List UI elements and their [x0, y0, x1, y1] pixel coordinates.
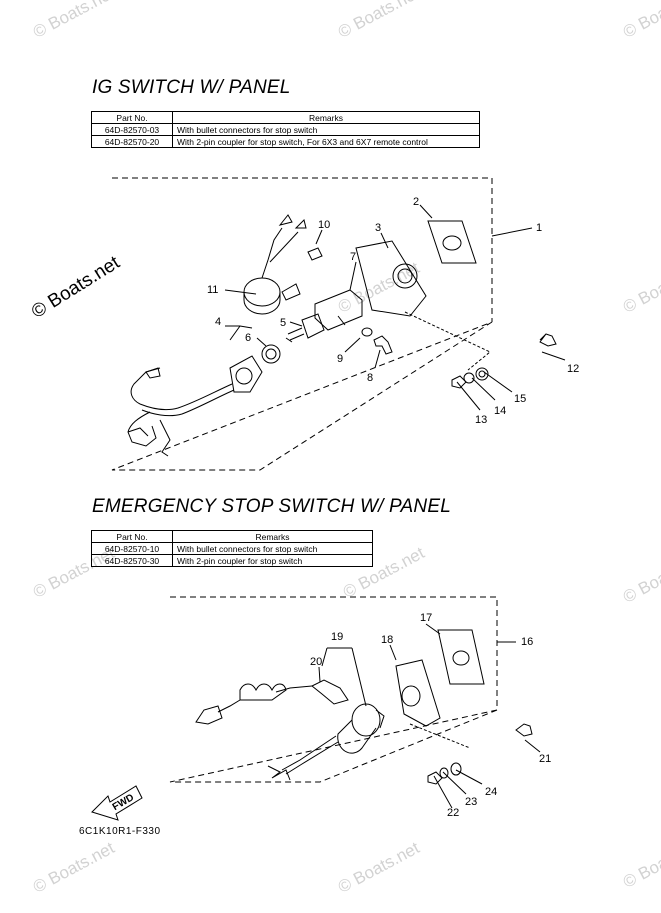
part-panel — [355, 240, 427, 317]
assembly-boundary-1 — [111, 177, 493, 471]
part-bolt — [373, 335, 393, 355]
callout-number: 13 — [475, 414, 487, 426]
remark: With 2-pin coupler for stop switch — [172, 554, 373, 567]
callout-number: 18 — [381, 634, 393, 646]
section-title-ig-switch: IG SWITCH W/ PANEL — [92, 77, 291, 98]
part-gasket-2 — [437, 629, 485, 685]
callout-number: 9 — [337, 353, 343, 365]
callout-number: 3 — [375, 222, 381, 234]
part-switch-cap — [243, 277, 281, 307]
section-title-emergency-stop: EMERGENCY STOP SWITCH W/ PANEL — [92, 496, 451, 517]
callout-number: 17 — [420, 612, 432, 624]
callout-number: 10 — [318, 219, 330, 231]
callout-number: 4 — [215, 316, 221, 328]
part-gasket — [427, 220, 477, 264]
part-screw — [539, 333, 557, 347]
callout-number: 1 — [536, 222, 542, 234]
part-switch-body — [229, 355, 263, 393]
callout-number: 19 — [331, 631, 343, 643]
part-stop-switch — [351, 703, 381, 737]
fwd-arrow-icon — [91, 785, 143, 821]
part-small-nut-2 — [427, 771, 443, 785]
table-row: 64D-82570-10 With bullet connectors for … — [91, 542, 373, 555]
callout-number: 16 — [521, 636, 533, 648]
assembly-boundary-2 — [169, 596, 498, 783]
callout-number: 8 — [367, 372, 373, 384]
callout-number: 24 — [485, 786, 497, 798]
part-small-nut — [451, 375, 467, 389]
part-flat-washer — [475, 367, 489, 381]
callout-number: 21 — [539, 753, 551, 765]
callout-number: 14 — [494, 405, 506, 417]
table-row: 64D-82570-20 With 2-pin coupler for stop… — [91, 135, 480, 148]
callout-number: 23 — [465, 796, 477, 808]
part-number: 64D-82570-20 — [91, 135, 173, 148]
part-coil-cord — [239, 683, 287, 701]
callout-number: 12 — [567, 363, 579, 375]
part-lanyard-clip — [311, 679, 349, 705]
part-washer — [361, 327, 373, 337]
parts-table-ig-switch: Part No. Remarks 64D-82570-03 With bulle… — [91, 111, 480, 148]
callout-number: 11 — [207, 284, 218, 296]
callout-number: 15 — [514, 393, 526, 405]
table-row: 64D-82570-30 With 2-pin coupler for stop… — [91, 554, 373, 567]
callout-number: 22 — [447, 807, 459, 819]
part-spring-washer-2 — [439, 767, 449, 779]
part-bracket — [314, 289, 363, 331]
callout-number: 20 — [310, 656, 322, 668]
part-spring-washer — [463, 372, 475, 384]
parts-table-emergency-stop: Part No. Remarks 64D-82570-10 With bulle… — [91, 530, 373, 567]
drawing-code: 6C1K10R1-F330 — [79, 826, 161, 837]
part-flat-washer-2 — [450, 762, 462, 776]
remark: With 2-pin coupler for stop switch, For … — [172, 135, 480, 148]
part-ring — [261, 344, 281, 364]
callout-number: 6 — [245, 332, 251, 344]
part-nut — [307, 247, 323, 261]
part-number: 64D-82570-30 — [91, 554, 173, 567]
callout-number: 2 — [413, 196, 419, 208]
callout-number: 7 — [350, 251, 356, 263]
part-panel-2 — [395, 659, 441, 727]
part-screw-2 — [515, 723, 533, 737]
part-key-switch — [301, 313, 325, 339]
callout-number: 5 — [280, 317, 286, 329]
